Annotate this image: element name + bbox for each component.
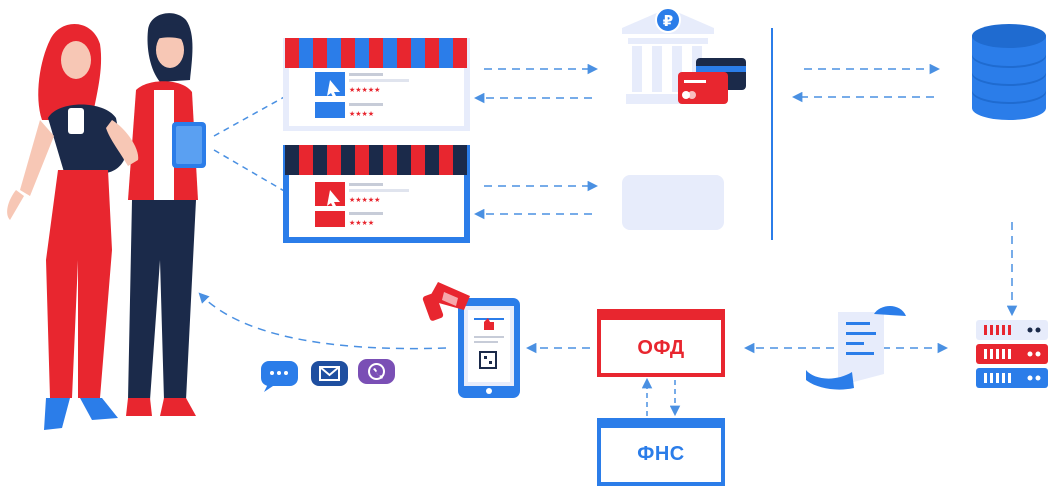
blank-panel	[622, 175, 724, 230]
fns-box	[597, 418, 725, 486]
svg-text:★★★★: ★★★★	[349, 219, 374, 227]
women-illustration	[7, 13, 206, 430]
svg-text:★★★★★: ★★★★★	[349, 86, 380, 94]
bank-currency-symbol: ₽	[663, 12, 673, 30]
woman-red-hair	[7, 23, 139, 430]
arrow-phone-to-customer	[198, 292, 447, 350]
woman-dark-hair	[126, 13, 206, 416]
ofd-label: ОФД	[637, 336, 685, 359]
credit-card-icon	[678, 58, 746, 104]
link-tablet-store-bottom	[213, 149, 287, 193]
store-window-navy-red: ★★★★★ ★★★★	[283, 145, 470, 243]
mail-icon	[311, 361, 348, 386]
viber-icon	[358, 359, 395, 384]
svg-text:★★★★: ★★★★	[349, 110, 374, 118]
link-tablet-store-top	[213, 95, 287, 137]
svg-text:★★★★★: ★★★★★	[349, 196, 380, 204]
smartphone-receipt-icon	[458, 298, 520, 398]
megaphone-icon	[422, 282, 470, 321]
fns-label: ФНС	[637, 442, 685, 465]
store-window-red-blue: ★★★★★ ★★★★	[283, 38, 470, 131]
chat-icon	[261, 361, 298, 392]
database-icon	[972, 24, 1046, 120]
server-rack-icon	[976, 320, 1048, 388]
receipt-scroll-icon	[806, 306, 906, 390]
ofd-box	[597, 309, 725, 377]
